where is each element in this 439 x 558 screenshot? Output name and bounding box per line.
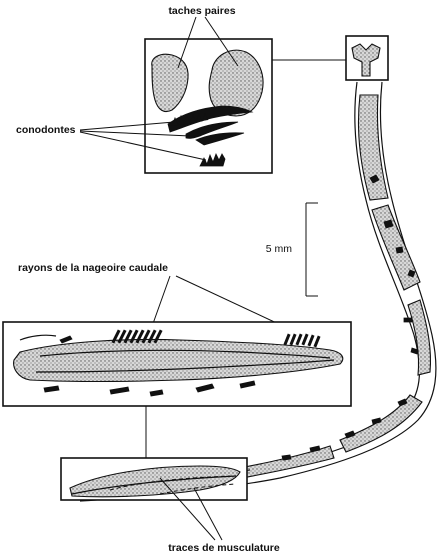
scale-bar: [305, 202, 318, 297]
label-musculature-traces: traces de musculature: [168, 542, 280, 554]
musculature-leader-left: [159, 477, 216, 541]
conodonts-leader-3: [79, 131, 207, 161]
label-conodonts: conodontes: [16, 124, 76, 136]
paired-spots-leader-left: [177, 16, 197, 69]
conodonts-leader-2: [79, 130, 191, 137]
musculature-leader-right: [193, 487, 223, 541]
paired-spot-left: [151, 53, 189, 113]
label-caudal-fin-rays: rayons de la nageoire caudale: [18, 262, 168, 274]
scale-bar-label: 5 mm: [266, 243, 293, 255]
musculature-inset: [60, 457, 248, 501]
label-paired-spots: taches paires: [168, 5, 235, 17]
head-inset: [144, 38, 273, 174]
fin-rays-left: [111, 329, 163, 344]
tail-inset: [2, 321, 352, 407]
conodont-elements: [167, 105, 254, 167]
fossil-body: [79, 81, 437, 502]
conodonts-leader-1: [79, 121, 175, 131]
paired-spots-leader-right: [204, 16, 239, 67]
fin-rays-right: [283, 333, 321, 348]
paired-spot-right: [208, 49, 264, 117]
head-outline: [351, 43, 381, 77]
